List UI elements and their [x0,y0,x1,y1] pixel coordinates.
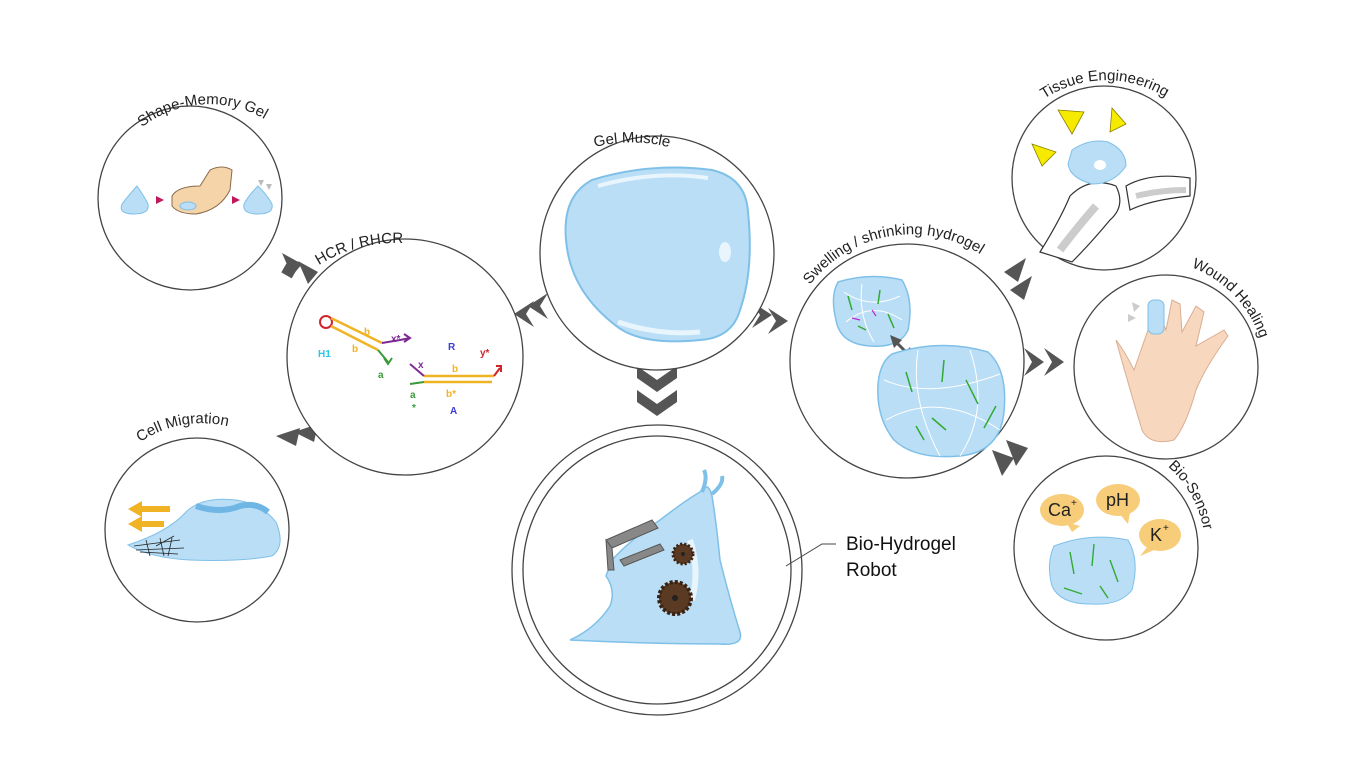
fiber-mesh [133,535,185,557]
arrow-swelling-to-tissue [1004,258,1032,300]
sensor-hydrogel [1048,536,1136,605]
droplet-2 [243,185,273,215]
ion-ca-charge: + [1071,498,1077,509]
arrow-muscle-to-robot [637,366,677,416]
dna-a2: a [410,390,416,401]
droplet-1 [120,185,149,215]
ion-k: K [1150,525,1162,545]
bone-joint [1039,175,1191,263]
dna-x: x [418,360,424,371]
pointer-2 [232,196,240,204]
small-hydrogel [832,275,911,347]
node-shape-memory[interactable]: Shape-Memory Gel [97,91,283,291]
bubble-ph: pH [1096,484,1140,524]
exoskeleton-frame [605,519,665,571]
robot-label-line1: Bio-Hydrogel [846,534,956,555]
node-cell-migration[interactable]: Cell Migration [104,410,290,623]
migrating-cell [126,498,281,561]
node-robot[interactable]: Bio-Hydrogel Robot [511,424,956,716]
dna-b2: b [352,344,358,355]
node-tissue-engineering[interactable]: Tissue Engineering [1011,67,1197,271]
gel-muscle-label: Gel Muscle [592,129,672,151]
dna-x-star: x* [391,334,401,345]
large-hydrogel [877,344,1006,458]
dna-star: * [412,403,416,414]
bubble-k: K + [1139,519,1181,556]
dna-y-star: y* [480,348,490,359]
hand-illustration [1115,299,1229,443]
arrow-muscle-to-hcr [514,293,548,327]
bubble-ca: Ca + [1040,494,1084,532]
node-wound-healing[interactable]: Wound Healing [1073,255,1272,460]
dna-b3: b [452,364,458,375]
finger-gel-wrap [1147,299,1165,335]
dna-hairpin [319,315,412,366]
dna-a1: a [378,370,384,381]
gel-muscle-block [564,166,751,343]
highlight-triangles [1031,107,1127,167]
dna-b1: b [364,327,370,338]
node-bio-sensor[interactable]: Ca + pH K + Bio-Sensor [1013,455,1216,641]
dna-A: A [450,406,457,417]
hcr-circle [286,238,524,476]
dna-r: R [448,342,456,353]
arrow-swelling-to-sensor [992,440,1028,476]
arrow-hcr-to-shape-memory [281,253,318,284]
ion-ca: Ca [1048,500,1072,520]
arrow-swelling-to-wound [1024,348,1064,376]
node-swelling[interactable]: Swelling / shrinking hydrogel [789,221,1025,479]
gear-large [657,580,693,616]
node-gel-muscle[interactable]: Gel Muscle [539,129,775,371]
robot-leader-line [785,543,836,567]
robot-label-line2: Robot [846,560,897,581]
node-hcr[interactable]: H1 b b a x* x R y* b b* a * A HCR / RHCR [286,230,524,476]
ion-ph: pH [1106,490,1129,510]
gear-small [671,542,695,566]
dna-h1: H1 [318,349,331,360]
robot-inner-ring [522,435,792,705]
dna-b-star: b* [446,389,456,400]
pointer-1 [156,196,164,204]
direction-arrows [128,501,170,532]
dna-duplex [409,363,502,385]
ion-k-charge: + [1163,523,1169,534]
